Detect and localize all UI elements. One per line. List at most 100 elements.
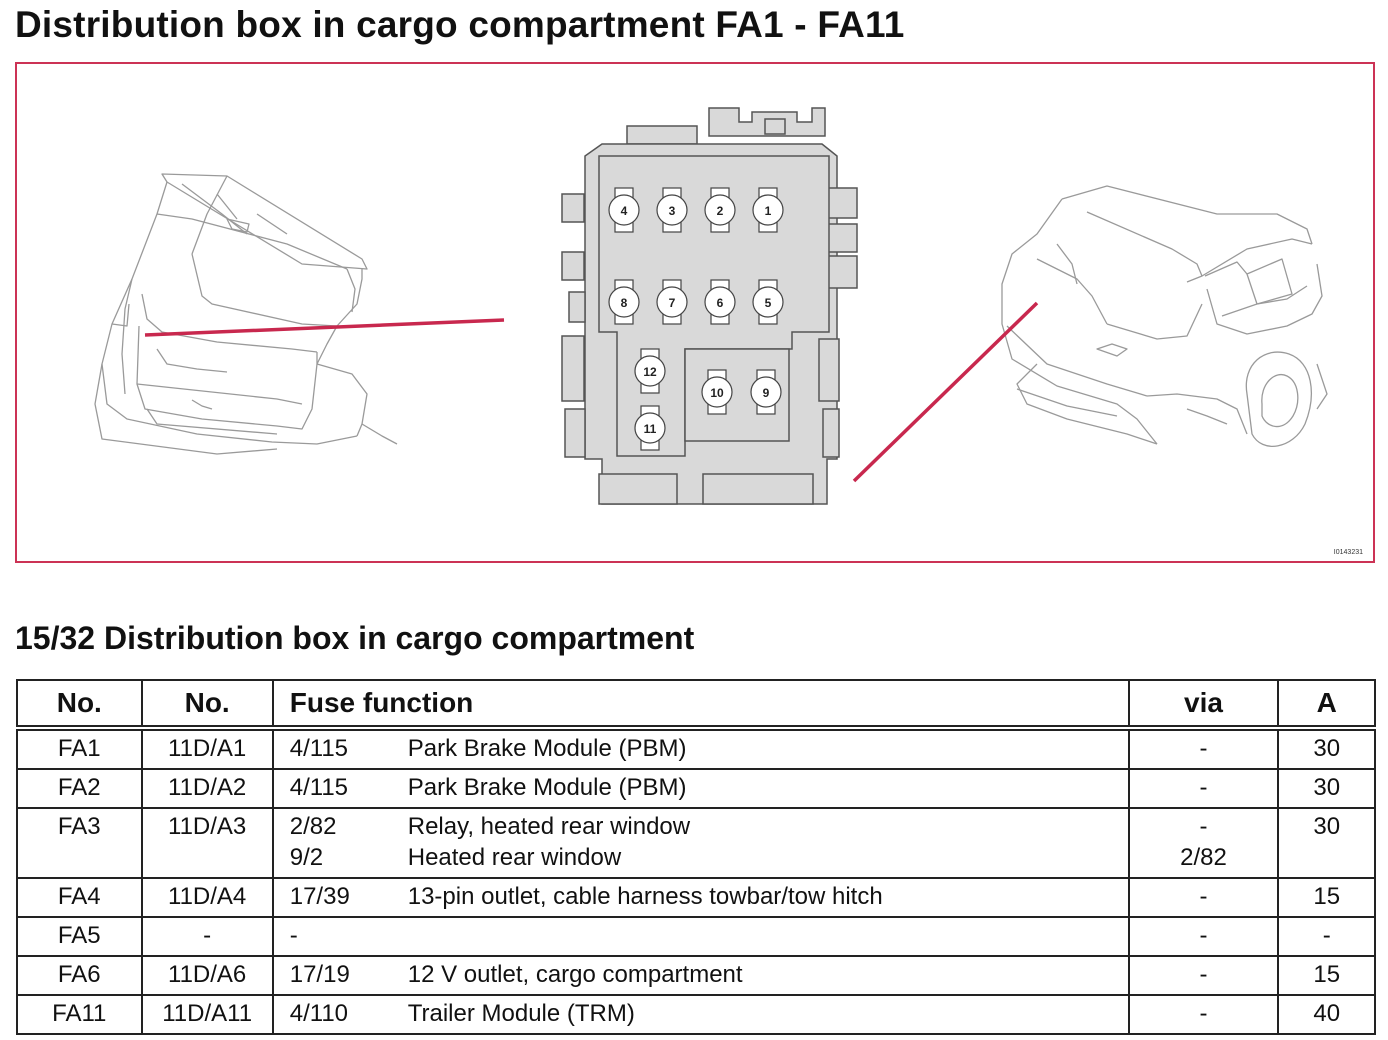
cell-text: - [1322,922,1331,949]
cell-fuse-function: - [271,916,1130,957]
cell-no: FA1 [16,727,143,770]
cell-text: 30 [1313,813,1341,840]
fuse-table: No. No. Fuse function via A FA1 11D/A1 4/1… [16,679,1376,1035]
function-description: Trailer Module (TRM) [407,1000,635,1027]
fuse-slot: 11 [634,405,666,451]
fuse-slot-label: 5 [765,296,772,310]
car-open-tailgate-illustration [94,173,398,455]
function-description: Heated rear window [407,844,622,871]
cell-ampere: 30 [1277,807,1376,879]
via-value: 2/82 [1180,844,1227,871]
cell-text: FA5 [57,922,101,949]
via-value: - [1199,774,1208,801]
fuse-slot-label: 7 [669,296,676,310]
fuse-slot: 6 [704,279,736,325]
cell-ampere: 30 [1277,727,1376,770]
function-description [408,920,1128,951]
cell-text: FA3 [57,813,101,840]
cell-text: 11D/A11 [162,1000,253,1027]
cell-no: FA2 [16,768,143,809]
car-rear-view-illustration [1001,185,1328,447]
fuse-slot: 8 [608,279,640,325]
cell-via: - 2/82 [1127,807,1280,879]
fuse-slot: 10 [701,369,733,415]
function-code: - [289,922,298,949]
via-value: - [1199,883,1208,910]
cell-text: 15 [1313,961,1341,988]
cell-ampere: 15 [1277,955,1376,996]
cell-no: FA3 [16,807,143,879]
page-title: Distribution box in cargo compartment FA… [15,4,905,45]
cell-fuse-function: 4/110 Trailer Module (TRM) [271,994,1130,1035]
cell-via: - [1127,916,1280,957]
header-via: via [1127,679,1280,731]
cell-text: 11D/A2 [168,774,247,801]
cell-no: FA4 [16,877,143,918]
cell-text: 11D/A1 [168,735,247,762]
via-value: - [1199,735,1208,762]
cell-text: FA4 [57,883,101,910]
cell-fuse-function: 4/115 Park Brake Module (PBM) [271,768,1130,809]
cell-via: - [1127,955,1280,996]
cell-fuse-function: 17/19 12 V outlet, cargo compartment [271,955,1130,996]
cell-no-2: 11D/A6 [140,955,274,996]
table-row: FA11 11D/A11 4/110 Trailer Module (TRM) - 40 [16,994,1376,1035]
function-code: 4/115 [289,735,349,762]
function-code: 17/19 [289,961,350,988]
header-ampere: A [1277,679,1376,731]
fuse-slot-label: 6 [717,296,724,310]
cell-text: 30 [1313,774,1341,801]
image-reference-code: I0143231 [1333,549,1363,556]
cell-no-2: 11D/A4 [140,877,274,918]
function-code: 9/2 [289,844,324,871]
function-description: Park Brake Module (PBM) [407,774,687,801]
fuse-slot-label: 1 [765,204,772,218]
cell-ampere: 30 [1277,768,1376,809]
section-subtitle: 15/32 Distribution box in cargo compartm… [15,620,695,656]
fuse-slot-label: 8 [621,296,628,310]
function-code: 17/39 [289,883,350,910]
cell-text: FA2 [57,774,101,801]
fuse-slot: 3 [656,187,688,233]
fuse-slot: 7 [656,279,688,325]
table-header-row: No. No. Fuse function via A [16,679,1376,731]
fuse-slot-label: 10 [710,386,724,400]
cell-text: 30 [1313,735,1341,762]
function-code: 4/110 [289,1000,349,1027]
cell-no: FA11 [16,994,143,1035]
cell-text: 11D/A6 [168,961,247,988]
function-code: 2/82 [289,813,337,840]
fuse-slot-label: 9 [763,386,770,400]
fuse-slot: 4 [608,187,640,233]
cell-no: FA6 [16,955,143,996]
fuse-slot: 2 [704,187,736,233]
cell-no-2: 11D/A3 [140,807,274,879]
cell-ampere: 40 [1277,994,1376,1035]
cell-via: - [1127,768,1280,809]
header-no-2: No. [140,679,274,731]
function-description: 13-pin outlet, cable harness towbar/tow … [407,883,883,910]
via-value: - [1199,922,1208,949]
cell-text: 11D/A4 [168,883,247,910]
cell-text: 15 [1313,883,1341,910]
via-value: - [1199,961,1208,988]
cell-via: - [1127,994,1280,1035]
function-code: 4/115 [289,774,349,801]
cell-text: FA6 [57,961,101,988]
cell-fuse-function: 17/39 13-pin outlet, cable harness towbar… [271,877,1130,918]
cell-text: FA11 [52,1000,107,1027]
via-value: - [1199,813,1208,840]
cell-text: 40 [1313,1000,1341,1027]
function-description: 12 V outlet, cargo compartment [407,961,743,988]
cell-text: FA1 [57,735,101,762]
cell-no: FA5 [16,916,143,957]
cell-text: 11D/A3 [168,813,247,840]
table-row: FA2 11D/A2 4/115 Park Brake Module (PBM) - 30 [16,768,1376,809]
table-row: FA5---- [16,916,1376,957]
fuse-slot-label: 3 [669,204,676,218]
